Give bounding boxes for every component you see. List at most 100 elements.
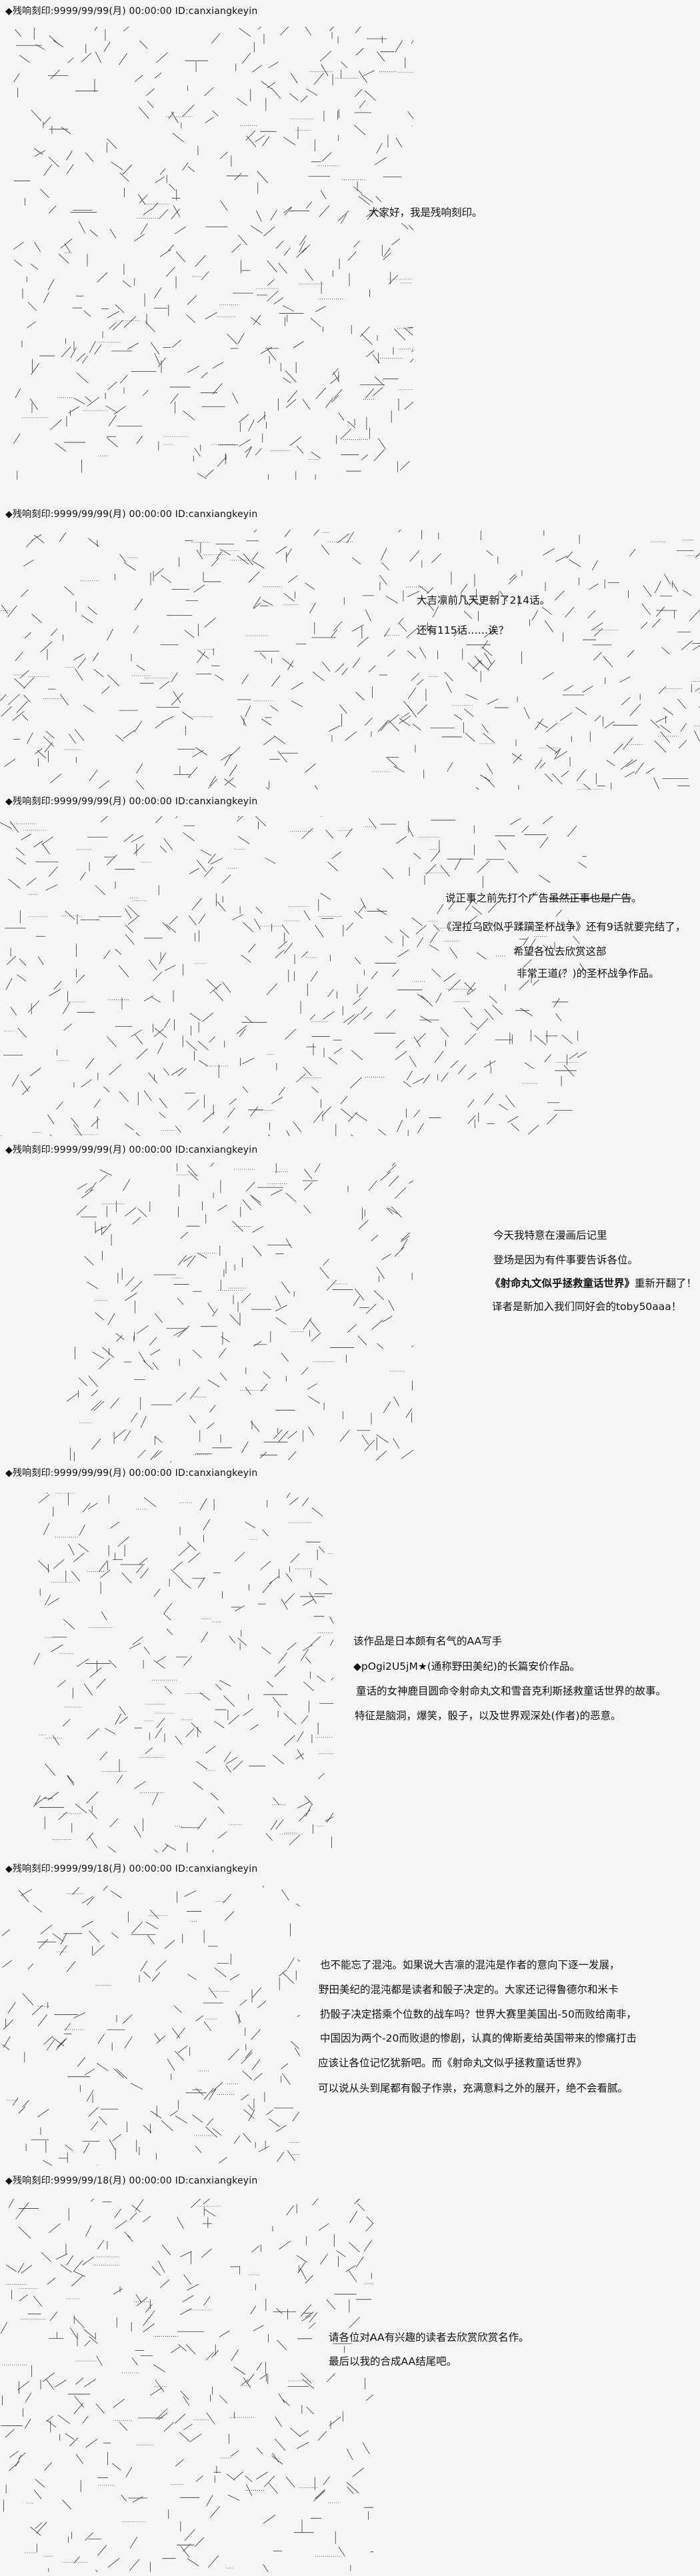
ascii-stroke xyxy=(321,816,323,818)
ascii-stroke xyxy=(313,2490,325,2501)
ascii-stroke xyxy=(137,1208,147,1217)
ascii-stroke xyxy=(97,2034,105,2044)
ascii-stroke xyxy=(15,388,21,398)
ascii-stroke xyxy=(542,548,555,556)
ascii-stroke xyxy=(281,924,289,935)
ascii-stroke xyxy=(373,449,385,462)
ascii-stroke xyxy=(523,936,529,946)
ascii-stroke xyxy=(476,1018,489,1031)
ascii-stroke xyxy=(261,1646,271,1654)
ascii-stroke xyxy=(15,2207,25,2220)
ascii-stroke xyxy=(145,1922,159,1930)
ascii-stroke xyxy=(166,1628,173,1635)
ascii-stroke xyxy=(41,2252,51,2262)
ascii-stroke xyxy=(99,1751,108,1760)
ascii-stroke xyxy=(177,1255,187,1265)
ascii-stroke xyxy=(70,347,77,358)
ascii-stroke xyxy=(71,1117,79,1127)
ascii-stroke xyxy=(281,658,294,668)
ascii-stroke xyxy=(391,1206,402,1218)
ascii-stroke xyxy=(355,48,364,56)
ascii-stroke xyxy=(183,2396,190,2406)
ascii-stroke xyxy=(171,209,180,220)
ascii-stroke xyxy=(197,1818,207,1830)
ascii-stroke xyxy=(74,728,85,742)
ascii-stroke xyxy=(466,982,476,994)
ascii-stroke xyxy=(302,2379,315,2389)
caption-line: ◆pOgi2U5jM★(通称野田美纪)的长篇安价作品。 xyxy=(353,1660,580,1672)
ascii-stroke xyxy=(464,982,473,991)
ascii-stroke xyxy=(143,1497,157,1507)
ascii-stroke xyxy=(88,1375,99,1387)
ascii-stroke xyxy=(387,758,398,768)
ascii-stroke xyxy=(291,700,303,708)
ascii-stroke xyxy=(63,1618,75,1630)
ascii-stroke xyxy=(253,1245,262,1257)
ascii-stroke xyxy=(207,2555,219,2568)
ascii-stroke xyxy=(305,27,311,36)
ascii-stroke xyxy=(553,998,560,1007)
ascii-stroke xyxy=(320,892,331,900)
ascii-stroke xyxy=(16,700,28,714)
ascii-stroke xyxy=(123,562,136,571)
ascii-stroke xyxy=(217,901,226,912)
ascii-stroke xyxy=(43,292,49,304)
ascii-stroke xyxy=(325,398,333,408)
ascii-stroke xyxy=(545,774,553,782)
ascii-stroke xyxy=(349,2242,360,2253)
ascii-stroke xyxy=(283,305,294,312)
ascii-stroke xyxy=(26,538,35,548)
ascii-stroke xyxy=(199,1060,208,1067)
ascii-stroke xyxy=(346,531,355,544)
ascii-stroke xyxy=(149,2310,155,2319)
ascii-stroke xyxy=(641,603,651,616)
ascii-stroke xyxy=(31,534,42,541)
ascii-stroke xyxy=(401,1239,408,1251)
ascii-stroke xyxy=(18,1890,29,1902)
ascii-stroke xyxy=(155,2408,168,2420)
ascii-stroke xyxy=(300,95,308,103)
caption-line: 特征是脑洞，爆笑，骰子，以及世界观深处(作者)的恶意。 xyxy=(355,1710,621,1722)
ascii-stroke xyxy=(229,746,241,758)
ascii-stroke xyxy=(359,71,367,83)
ascii-stroke xyxy=(325,1816,333,1822)
ascii-stroke xyxy=(315,925,324,938)
ascii-stroke xyxy=(285,548,292,558)
ascii-stroke xyxy=(187,295,197,305)
ascii-stroke xyxy=(175,2116,188,2124)
ascii-stroke xyxy=(467,1115,476,1124)
ascii-stroke xyxy=(321,662,331,672)
ascii-stroke xyxy=(14,259,23,267)
ascii-stroke xyxy=(661,647,670,655)
ascii-stroke xyxy=(96,2355,103,2366)
ascii-stroke xyxy=(339,1430,350,1442)
ascii-stroke xyxy=(152,1362,159,1371)
ascii-stroke xyxy=(208,2088,217,2100)
ascii-stroke xyxy=(263,227,275,237)
ascii-stroke xyxy=(131,1412,138,1423)
ascii-stroke xyxy=(42,2372,55,2382)
ascii-stroke xyxy=(24,632,31,639)
ascii-stroke xyxy=(65,2433,75,2440)
ascii-stroke xyxy=(49,866,59,877)
ascii-stroke xyxy=(303,1066,312,1076)
ascii-stroke xyxy=(295,1903,300,1907)
ascii-stroke xyxy=(196,860,207,872)
ascii-stroke xyxy=(306,201,312,209)
ascii-stroke xyxy=(220,548,231,556)
ascii-stroke xyxy=(119,53,127,65)
ascii-stroke xyxy=(308,1396,320,1404)
ascii-stroke xyxy=(353,125,366,135)
ascii-stroke xyxy=(0,2322,8,2334)
ascii-stroke xyxy=(394,1187,407,1199)
ascii-stroke xyxy=(83,2329,95,2339)
ascii-stroke xyxy=(681,640,693,650)
ascii-stroke xyxy=(164,1940,175,1949)
ascii-stroke xyxy=(97,2545,107,2556)
ascii-stroke xyxy=(81,1189,93,1199)
ascii-stroke xyxy=(15,29,21,37)
ascii-stroke xyxy=(203,2296,211,2306)
ascii-stroke xyxy=(143,1646,150,1654)
ascii-stroke xyxy=(188,766,198,778)
ascii-stroke xyxy=(499,1104,509,1111)
